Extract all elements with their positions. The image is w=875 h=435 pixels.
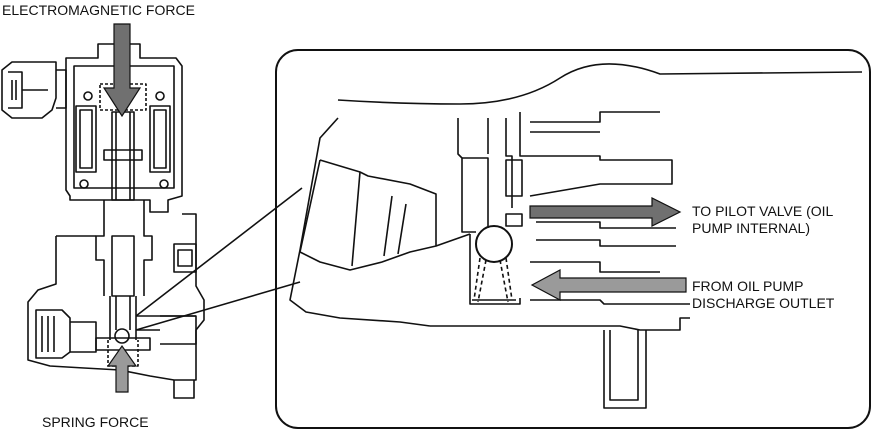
solenoid-valve-overview — [1, 43, 205, 399]
arrow-up-icon — [106, 344, 138, 393]
arrow-down-icon — [102, 23, 142, 118]
electromagnetic-force-arrow — [102, 23, 142, 118]
arrow-right-icon — [529, 197, 682, 227]
to-pilot-valve-line-1: TO PILOT VALVE (OIL — [692, 203, 834, 219]
from-oil-pump-line-2: DISCHARGE OUTLET — [692, 295, 835, 311]
zoom-line-lower — [135, 281, 301, 331]
spring-force-label: SPRING FORCE — [42, 414, 149, 430]
spring — [473, 257, 513, 303]
from-oil-pump-label: FROM OIL PUMP DISCHARGE OUTLET — [692, 278, 834, 312]
to-pilot-valve-label: TO PILOT VALVE (OIL PUMP INTERNAL) — [692, 203, 833, 237]
connector — [1, 61, 57, 119]
check-ball — [475, 225, 513, 263]
check-ball-small — [114, 328, 130, 344]
detail-view — [289, 63, 863, 409]
from-oil-pump-line-1: FROM OIL PUMP — [692, 278, 804, 294]
adjust-screw — [35, 309, 71, 359]
outflow-arrow — [529, 197, 682, 227]
arrow-left-icon — [530, 268, 687, 302]
valve-body — [27, 213, 205, 381]
to-pilot-valve-line-2: PUMP INTERNAL) — [692, 220, 810, 236]
electromagnetic-force-label: ELECTROMAGNETIC FORCE — [2, 2, 195, 18]
zoom-line-upper — [135, 187, 303, 317]
detail-callout-frame — [275, 49, 871, 429]
spring-force-arrow — [106, 344, 138, 393]
inflow-arrow — [530, 268, 687, 302]
